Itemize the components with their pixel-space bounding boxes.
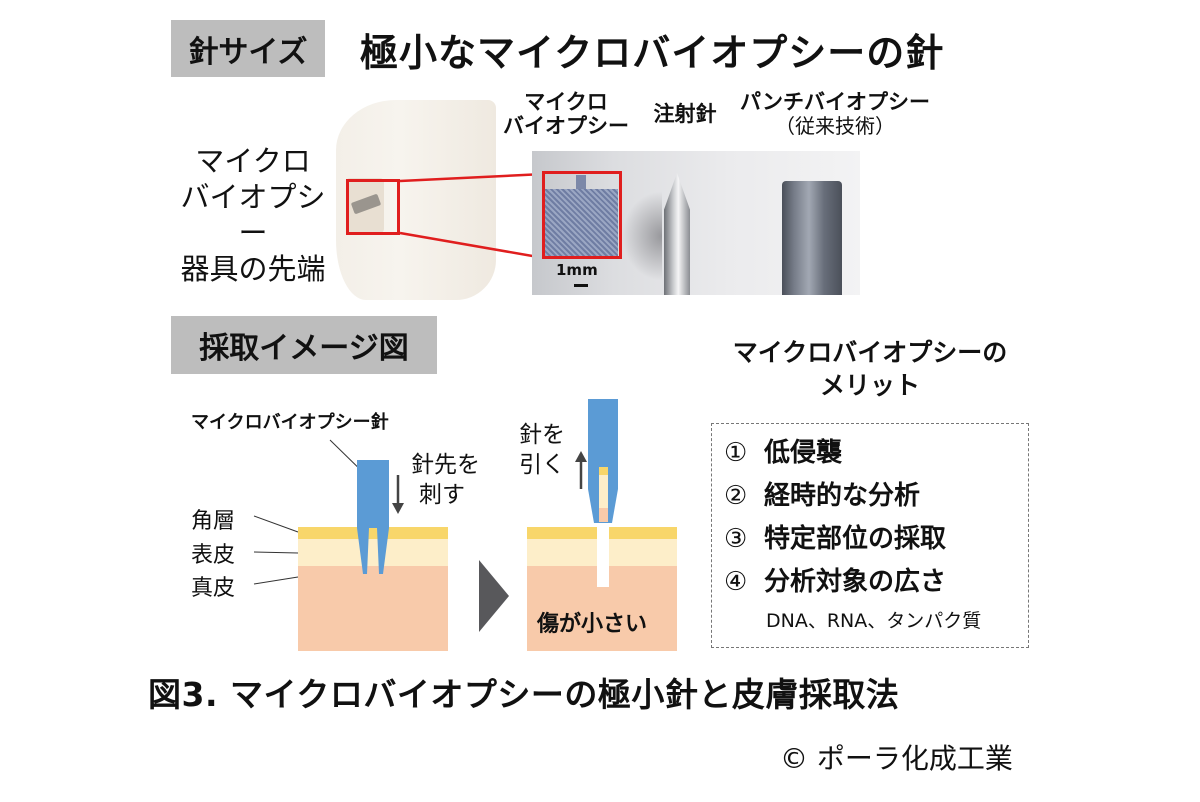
instruction-line: 刺す xyxy=(419,482,465,508)
injection-needle-shadow xyxy=(622,191,662,281)
dermis-layer xyxy=(298,566,448,651)
microbiopsy-prongs xyxy=(576,175,586,193)
merit-text: 特定部位の採取 xyxy=(764,524,947,554)
title-line: マイクロバイオプシーの xyxy=(732,338,1008,367)
pull-instruction: 針を 引く xyxy=(519,420,565,480)
step-arrow-icon xyxy=(479,560,509,632)
device-photo xyxy=(336,100,496,300)
instruction-line: 針先を xyxy=(411,452,480,478)
title-line: メリット xyxy=(819,371,920,400)
merit-number: ① xyxy=(724,438,748,468)
section-tag-sampling: 採取イメージ図 xyxy=(171,316,437,374)
layer-label-epidermis: 表皮 xyxy=(191,543,236,568)
microbiopsy-needle-inserted xyxy=(357,460,389,574)
tip-label-line: 器具の先端 xyxy=(180,252,326,286)
highlight-box xyxy=(346,179,400,235)
label-line: バイオプシー xyxy=(503,114,629,138)
copyright-notice: © ポーラ化成工業 xyxy=(780,742,1013,775)
device-tip-label: マイクロ バイオプシー 器具の先端 xyxy=(168,143,338,287)
skin-cross-section-after xyxy=(527,527,677,651)
microbiopsy-needle-withdrawn xyxy=(588,399,618,523)
wound-channel xyxy=(597,527,609,587)
needle-comparison-photo: 1mm xyxy=(532,151,860,295)
highlight-box xyxy=(542,171,622,259)
merit-text: 経時的な分析 xyxy=(764,481,921,511)
merit-number: ③ xyxy=(724,524,748,554)
small-wound-label: 傷が小さい xyxy=(537,612,648,637)
tip-label-line: バイオプシー xyxy=(180,180,326,250)
instruction-line: 引く xyxy=(519,452,565,478)
needle-label: マイクロバイオプシー針 xyxy=(191,412,389,433)
stratum-corneum-layer xyxy=(298,527,448,539)
merit-item: ④ 分析対象の広さ xyxy=(724,561,1018,604)
skin-cross-section-before xyxy=(298,527,448,651)
merit-sub-detail: DNA、RNA、タンパク質 xyxy=(766,610,982,632)
column-label-punch-biopsy: パンチバイオプシー （従来技術） xyxy=(730,90,940,138)
label-line: パンチバイオプシー xyxy=(739,90,931,114)
column-label-microbiopsy: マイクロ バイオプシー xyxy=(498,90,634,138)
merits-box: ① 低侵襲 ② 経時的な分析 ③ 特定部位の採取 ④ 分析対象の広さ DNA、RNA、タ… xyxy=(711,423,1029,648)
instruction-line: 針を xyxy=(519,422,565,448)
push-instruction: 針先を 刺す xyxy=(411,450,480,510)
merit-text: 分析対象の広さ xyxy=(764,567,947,597)
merits-title: マイクロバイオプシーの メリット xyxy=(700,336,1040,402)
punch-biopsy-image xyxy=(782,181,842,295)
microbiopsy-needle-image xyxy=(544,189,618,257)
scale-bar xyxy=(574,284,588,287)
figure-caption: 図3. マイクロバイオプシーの極小針と皮膚採取法 xyxy=(148,675,900,714)
merit-number: ④ xyxy=(724,567,748,597)
merit-item: ① 低侵襲 xyxy=(724,432,1018,475)
merit-number: ② xyxy=(724,481,748,511)
section-title-needle-size: 極小なマイクロバイオプシーの針 xyxy=(360,31,945,75)
merit-text: 低侵襲 xyxy=(764,438,843,468)
column-label-injection-needle: 注射針 xyxy=(653,102,717,126)
layer-label-dermis: 真皮 xyxy=(191,576,236,601)
label-subtitle: （従来技術） xyxy=(775,114,895,138)
merit-item: ③ 特定部位の採取 xyxy=(724,518,1018,561)
tip-label-line: マイクロ xyxy=(195,144,311,178)
layer-label-stratum-corneum: 角層 xyxy=(191,509,236,534)
merit-item: ② 経時的な分析 xyxy=(724,475,1018,518)
scale-bar-label: 1mm xyxy=(556,261,598,279)
section-tag-needle-size: 針サイズ xyxy=(171,20,325,77)
label-line: マイクロ xyxy=(524,90,608,114)
epidermis-layer xyxy=(298,539,448,566)
injection-needle-image xyxy=(664,173,690,295)
